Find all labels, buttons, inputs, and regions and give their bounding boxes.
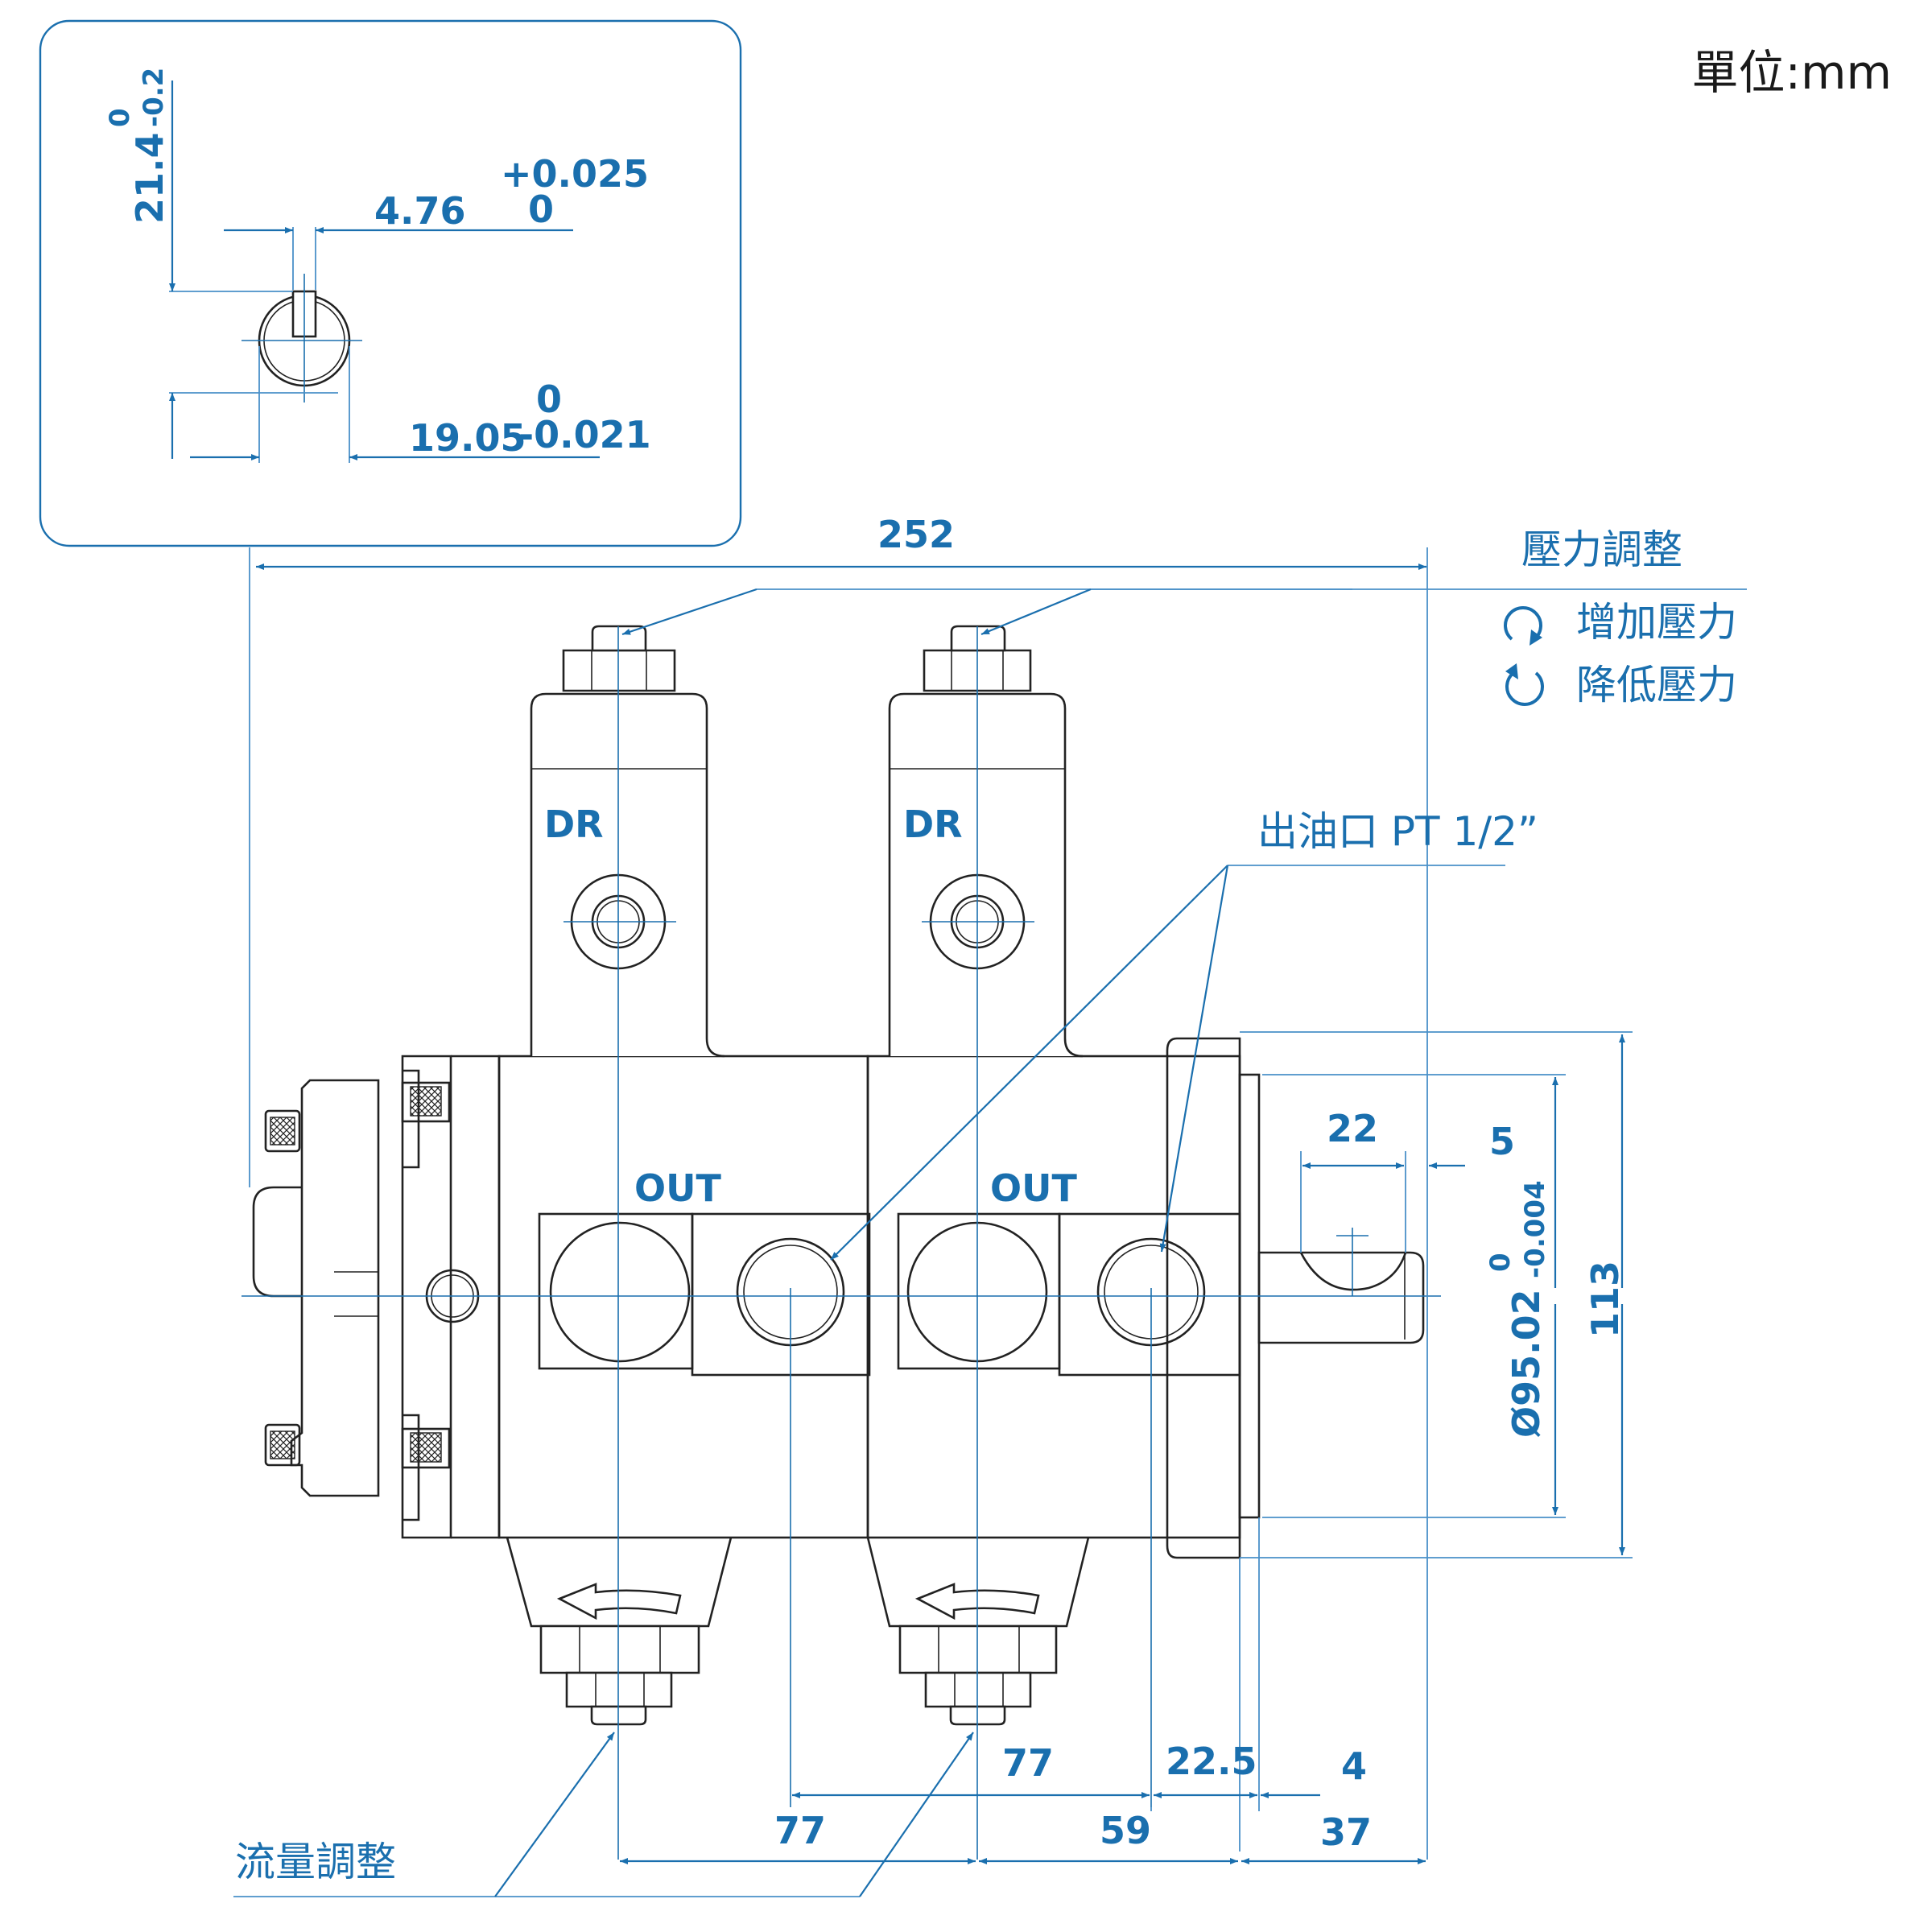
dim-pilot-tol-lower: -0.004 <box>1519 1180 1551 1278</box>
dim-19-05: 19.05 <box>409 416 526 460</box>
dim-19-05-tol-upper: 0 <box>536 378 562 421</box>
dr-label-left: DR <box>544 803 604 846</box>
increase-pressure-label: 增加壓力 <box>1576 599 1737 646</box>
dr-label-right: DR <box>903 803 963 846</box>
dim-pilot-tol-upper: 0 <box>1484 1253 1517 1272</box>
center-lines <box>242 626 1441 1860</box>
flow-adjust-label: 流量調整 <box>235 1839 396 1885</box>
shaft-key-detail-inset: 21.4 0 -0.2 4.76 +0.025 0 19.05 0 -0.021 <box>39 19 742 547</box>
dim-flange-offset: 22.5 <box>1166 1740 1257 1783</box>
leader-lines <box>233 588 1747 1897</box>
dim-pilot-diameter: Ø95.02 <box>1505 1289 1548 1438</box>
dim-spigot-length: 4 <box>1341 1744 1367 1788</box>
dim-pitch-upper: 77 <box>1002 1741 1054 1785</box>
pressure-adjust-label: 壓力調整 <box>1521 526 1682 573</box>
unit-label: 單位:mm <box>1691 45 1892 100</box>
out-label-right: OUT <box>990 1166 1077 1210</box>
dim-overall-length: 252 <box>877 513 955 556</box>
dim-21-4-tol-lower: -0.2 <box>138 68 170 127</box>
dim-center-to-flange: 59 <box>1100 1809 1151 1852</box>
dim-19-05-tol-lower: -0.021 <box>518 413 651 456</box>
inset-frame <box>39 19 742 547</box>
dim-pitch-lower: 77 <box>774 1809 826 1852</box>
decrease-pressure-label: 降低壓力 <box>1576 662 1737 708</box>
rotation-symbols <box>1504 606 1544 706</box>
outlet-port-label: 出油口 PT 1/2” <box>1257 808 1538 855</box>
dim-shaft-length: 37 <box>1320 1810 1372 1854</box>
clockwise-rotation-icon <box>1504 606 1542 641</box>
out-label-left: OUT <box>634 1166 721 1210</box>
dim-key-offset: 5 <box>1489 1120 1515 1163</box>
dim-4-76-tol-lower: 0 <box>528 188 554 231</box>
dim-21-4: 21.4 <box>128 133 171 225</box>
dim-4-76-tol-upper: +0.025 <box>501 152 649 196</box>
pump-body <box>252 625 1425 1726</box>
dim-4-76: 4.76 <box>374 189 466 233</box>
dim-21-4-tol-upper: 0 <box>104 108 136 127</box>
dim-flange-height: 113 <box>1583 1261 1627 1338</box>
dim-key-length: 22 <box>1327 1107 1378 1150</box>
counterclockwise-rotation-icon <box>1505 671 1544 706</box>
dimension-lines <box>249 547 1633 1864</box>
